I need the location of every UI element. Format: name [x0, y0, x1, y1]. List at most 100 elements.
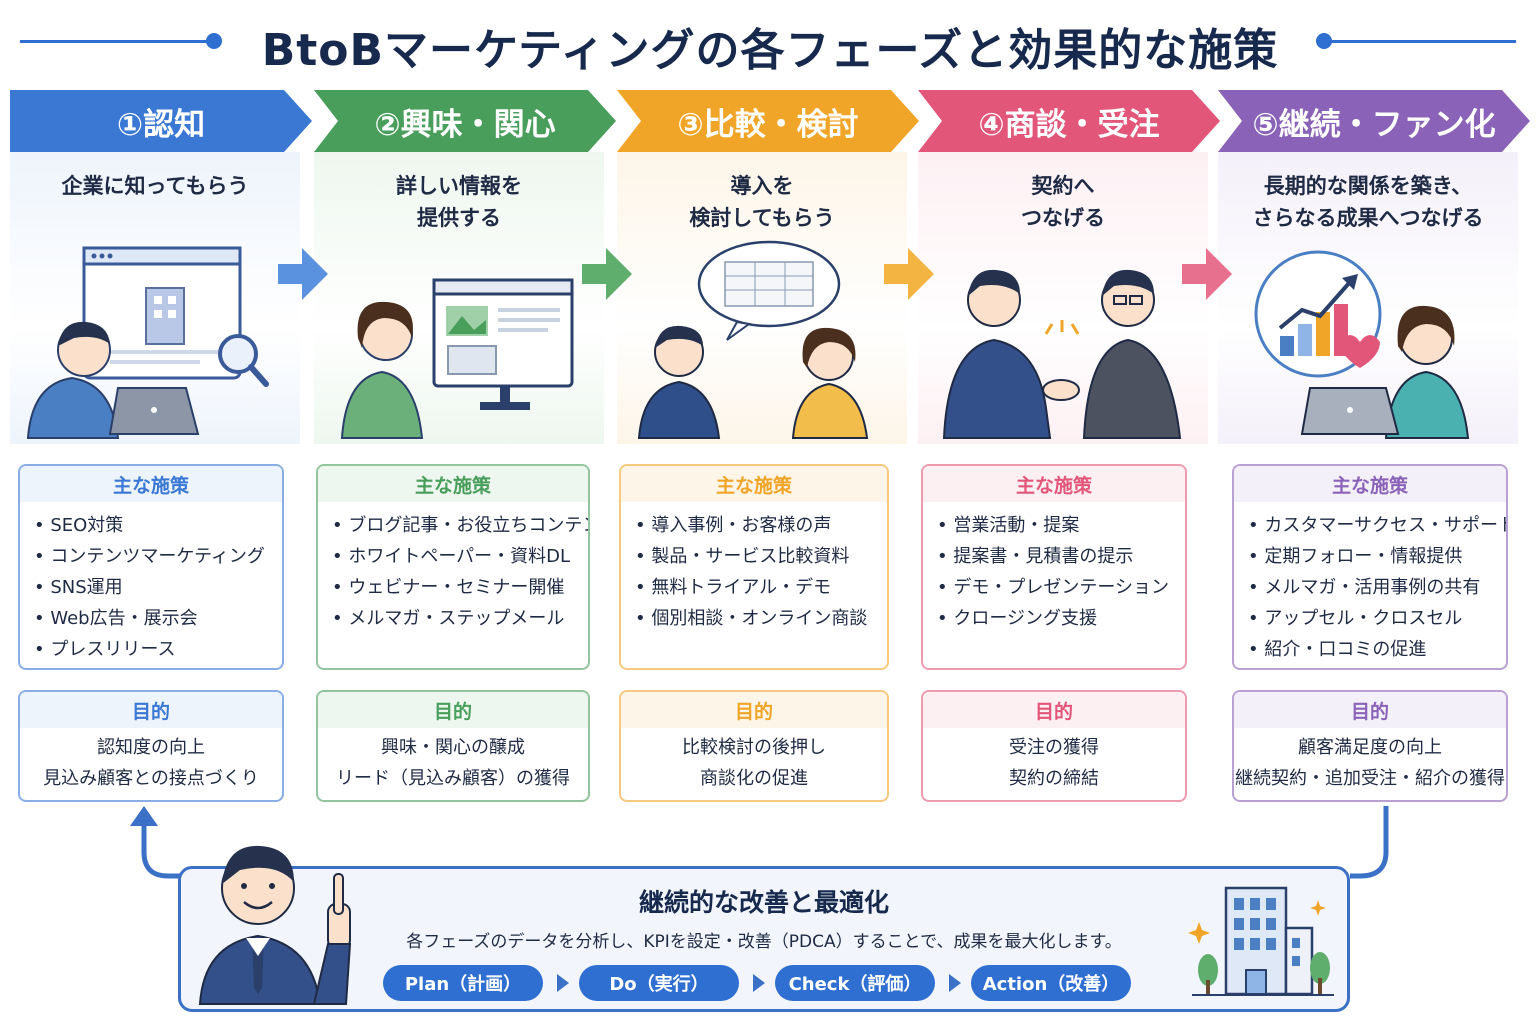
- phase-label: ⑤継続・ファン化: [1252, 106, 1496, 143]
- measure-item: ウェビナー・セミナー開催: [332, 572, 588, 603]
- arrow-right-icon: [582, 248, 632, 300]
- measure-item: 製品・サービス比較資料: [635, 541, 887, 572]
- title-dot-left: [206, 33, 222, 49]
- arrow-right-icon: [884, 248, 934, 300]
- measure-item: メルマガ・活用事例の共有: [1248, 572, 1506, 603]
- phase-column-awareness: 企業に知ってもらう: [10, 152, 300, 444]
- goal-box-negotiation: 目的 受注の獲得 契約の締結: [921, 690, 1187, 802]
- phase-description: 導入を 検討してもらう: [689, 174, 835, 230]
- measure-item: 無料トライアル・デモ: [635, 572, 887, 603]
- goal-item: 受注の獲得: [1009, 737, 1099, 758]
- measures-box-retention: 主な施策 カスタマーサクセス・サポート 定期フォロー・情報提供 メルマガ・活用事…: [1232, 464, 1508, 670]
- measures-box-awareness: 主な施策 SEO対策 コンテンツマーケティング SNS運用 Web広告・展示会 …: [18, 464, 284, 670]
- phase-description: 契約へ つなげる: [1021, 174, 1105, 230]
- phase-description: 企業に知ってもらう: [61, 174, 249, 198]
- arrow-up-icon: [130, 806, 158, 826]
- measure-item: 提案書・見積書の提示: [937, 541, 1185, 572]
- goal-heading: 目的: [1234, 692, 1506, 728]
- goal-body: 顧客満足度の向上 継続契約・追加受注・紹介の獲得: [1234, 728, 1506, 794]
- measures-list: 営業活動・提案 提案書・見積書の提示 デモ・プレゼンテーション クロージング支援: [923, 502, 1185, 634]
- goal-box-awareness: 目的 認知度の向上 見込み顧客との接点づくり: [18, 690, 284, 802]
- office-building-illustration: [1188, 886, 1334, 996]
- goal-box-interest: 目的 興味・関心の醸成 リード（見込み顧客）の獲得: [316, 690, 590, 802]
- person-monitor-illustration: [340, 278, 574, 439]
- feedback-loop-connector: [130, 806, 1389, 879]
- goal-item: リード（見込み顧客）の獲得: [336, 768, 570, 789]
- goal-body: 比較検討の後押し 商談化の促進: [621, 728, 887, 794]
- measures-heading: 主な施策: [621, 466, 887, 502]
- goal-box-retention: 目的 顧客満足度の向上 継続契約・追加受注・紹介の獲得: [1232, 690, 1508, 802]
- measure-item: プレスリリース: [34, 634, 282, 665]
- phase-header-retention: ⑤継続・ファン化: [1218, 90, 1530, 152]
- continuous-improvement-panel: 継続的な改善と最適化 各フェーズのデータを分析し、KPIを設定・改善（PDCA）…: [178, 866, 1350, 1012]
- measures-heading: 主な施策: [318, 466, 588, 502]
- pdca-step-plan: Plan（計画）: [383, 965, 543, 1001]
- page-title: BtoBマーケティングの各フェーズと効果的な施策: [261, 25, 1279, 76]
- arrow-right-icon: [1182, 248, 1232, 300]
- measure-item: デモ・プレゼンテーション: [937, 572, 1185, 603]
- phase-description: 長期的な関係を築き、 さらなる成果へつなげる: [1252, 174, 1484, 230]
- triangle-right-icon: [753, 974, 765, 992]
- measure-item: ブログ記事・お役立ちコンテンツ: [332, 510, 588, 541]
- phase-label: ②興味・関心: [374, 106, 556, 143]
- measure-item: 営業活動・提案: [937, 510, 1185, 541]
- measure-item: ホワイトペーパー・資料DL: [332, 541, 588, 572]
- measures-heading: 主な施策: [923, 466, 1185, 502]
- growth-chart-laptop-illustration: [1254, 250, 1470, 439]
- arrow-right-icon: [278, 248, 328, 300]
- improvement-description: 各フェーズのデータを分析し、KPIを設定・改善（PDCA）することで、成果を最大…: [406, 932, 1122, 952]
- phase-label: ①認知: [116, 106, 206, 143]
- measures-heading: 主な施策: [20, 466, 282, 502]
- phase-label: ④商談・受注: [978, 106, 1160, 143]
- goal-item: 認知度の向上: [97, 737, 205, 758]
- goal-item: 見込み顧客との接点づくり: [43, 768, 259, 789]
- handshake-illustration: [942, 269, 1182, 439]
- measures-list: ブログ記事・お役立ちコンテンツ ホワイトペーパー・資料DL ウェビナー・セミナー…: [318, 502, 588, 634]
- phase-column-interest: 詳しい情報を 提供する: [314, 152, 604, 444]
- triangle-right-icon: [557, 974, 569, 992]
- measure-item: Web広告・展示会: [34, 603, 282, 634]
- measure-item: コンテンツマーケティング: [34, 541, 282, 572]
- measures-heading: 主な施策: [1234, 466, 1506, 502]
- measures-box-negotiation: 主な施策 営業活動・提案 提案書・見積書の提示 デモ・プレゼンテーション クロー…: [921, 464, 1187, 670]
- measure-item: メルマガ・ステップメール: [332, 603, 588, 634]
- measures-box-interest: 主な施策 ブログ記事・お役立ちコンテンツ ホワイトペーパー・資料DL ウェビナー…: [316, 464, 590, 670]
- title-line-left: [20, 40, 216, 43]
- phase-header-awareness: ①認知: [10, 90, 312, 152]
- measure-item: 個別相談・オンライン商談: [635, 603, 887, 634]
- goal-heading: 目的: [923, 692, 1185, 728]
- measure-item: クロージング支援: [937, 603, 1185, 634]
- title-dot-right: [1316, 33, 1332, 49]
- measures-list: カスタマーサクセス・サポート 定期フォロー・情報提供 メルマガ・活用事例の共有 …: [1234, 502, 1506, 665]
- phase-column-comparison: 導入を 検討してもらう: [617, 152, 907, 444]
- measure-item: カスタマーサクセス・サポート: [1248, 510, 1506, 541]
- goal-box-comparison: 目的 比較検討の後押し 商談化の促進: [619, 690, 889, 802]
- phase-header-negotiation: ④商談・受注: [918, 90, 1220, 152]
- person-laptop-website-illustration: [26, 246, 269, 439]
- goal-heading: 目的: [621, 692, 887, 728]
- goal-item: 興味・関心の醸成: [381, 737, 525, 758]
- goal-body: 受注の獲得 契約の締結: [923, 728, 1185, 794]
- goal-item: 比較検討の後押し: [682, 737, 826, 758]
- measures-list: SEO対策 コンテンツマーケティング SNS運用 Web広告・展示会 プレスリリ…: [20, 502, 282, 665]
- triangle-right-icon: [949, 974, 961, 992]
- measure-item: 定期フォロー・情報提供: [1248, 541, 1506, 572]
- pointing-businessman-illustration: [198, 845, 352, 1005]
- measure-item: SEO対策: [34, 510, 282, 541]
- pdca-step-check: Check（評価）: [775, 965, 935, 1001]
- goal-item: 継続契約・追加受注・紹介の獲得: [1235, 768, 1505, 789]
- measures-box-comparison: 主な施策 導入事例・お客様の声 製品・サービス比較資料 無料トライアル・デモ 個…: [619, 464, 889, 670]
- phase-label: ③比較・検討: [677, 106, 859, 143]
- two-people-comparison-illustration: [637, 240, 869, 439]
- measure-item: 導入事例・お客様の声: [635, 510, 887, 541]
- measures-list: 導入事例・お客様の声 製品・サービス比較資料 無料トライアル・デモ 個別相談・オ…: [621, 502, 887, 634]
- goal-heading: 目的: [20, 692, 282, 728]
- goal-heading: 目的: [318, 692, 588, 728]
- phase-description: 詳しい情報を 提供する: [396, 174, 522, 230]
- goal-body: 認知度の向上 見込み顧客との接点づくり: [20, 728, 282, 794]
- goal-item: 商談化の促進: [700, 768, 808, 789]
- pdca-step-do: Do（実行）: [579, 965, 739, 1001]
- phase-header-comparison: ③比較・検討: [617, 90, 919, 152]
- title-line-right: [1326, 40, 1516, 43]
- measure-item: 紹介・口コミの促進: [1248, 634, 1506, 665]
